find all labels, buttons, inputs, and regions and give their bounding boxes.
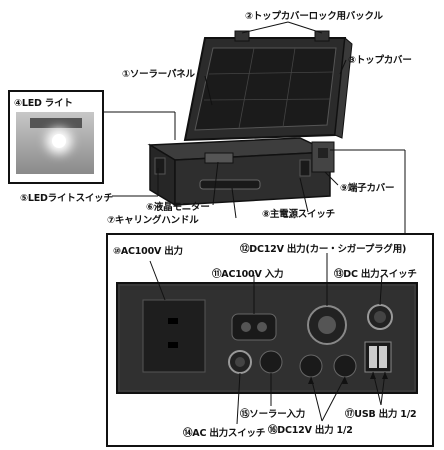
solar-panel-grid [203,47,334,129]
label-top-cover: ③トップカバー [348,55,412,66]
led-glow [52,134,66,148]
buckle-right [314,30,330,42]
label-ac-output: ⑩AC100V 出力 [113,246,183,257]
label-terminal-cover: ⑨端子カバー [340,183,395,194]
led-light-photo [16,112,94,174]
dc12v-output-2 [333,354,357,378]
usb-port-block [364,341,392,373]
label-usb-output: ⑰USB 出力 1/2 [345,409,417,420]
label-led-switch: ⑤LEDライトスイッチ [20,193,113,204]
usb-output-1 [369,346,377,368]
label-ac-output-switch: ⑭AC 出力スイッチ [183,428,266,439]
label-ac-input: ⑪AC100V 入力 [212,269,284,280]
lcd-monitor-shape [204,152,234,164]
label-dc-output-switch: ⑬DC 出力スイッチ [334,269,417,280]
usb-output-2 [379,346,387,368]
solar-input-port [259,350,283,374]
label-led-light: ④LED ライト [14,98,73,109]
ac-output-socket [142,299,206,373]
buckle-left [234,30,250,42]
label-dc12v-cigar-output: ⑫DC12V 出力(カー・シガープラグ用) [240,244,407,255]
label-solar-panel: ①ソーラーパネル [122,69,195,80]
dc12v-output-1 [299,354,323,378]
label-main-power-switch: ⑧主電源スイッチ [262,209,335,220]
ac-input-port [231,313,277,341]
label-buckle: ②トップカバーロック用バックル [245,11,383,22]
label-solar-input: ⑮ソーラー入力 [240,409,306,420]
label-dc12v-output: ⑯DC12V 出力 1/2 [268,425,353,436]
label-carrying-handle: ⑦キャリングハンドル [107,215,199,226]
case-side [174,151,331,206]
label-lcd-monitor: ⑥液晶モニター [146,202,210,213]
led-light-inset [8,90,104,184]
